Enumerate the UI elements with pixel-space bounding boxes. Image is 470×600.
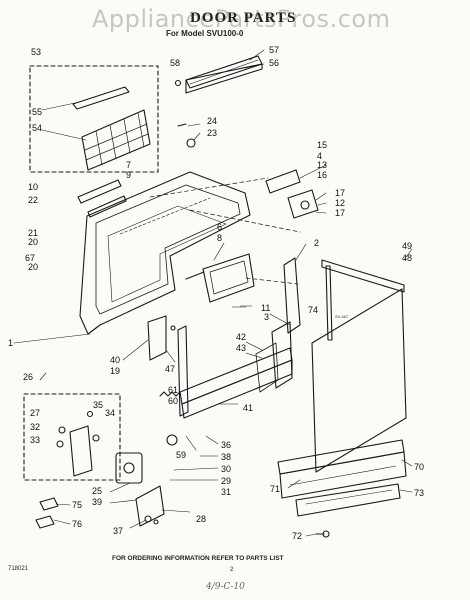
callout-15: 15: [317, 140, 327, 150]
hinge-plate-26: [69, 425, 93, 477]
callout-20a: 20: [28, 237, 38, 247]
callout-21: 21: [28, 228, 38, 238]
callout-12: 12: [335, 198, 345, 208]
callout-75: 75: [72, 500, 82, 510]
diagram-title: DOOR PARTS: [190, 10, 297, 26]
callout-4: 4: [317, 151, 322, 161]
callout-17a: 17: [335, 188, 345, 198]
callout-60: 60: [168, 396, 178, 406]
spring-60: [159, 391, 181, 397]
callout-56: 56: [269, 58, 279, 68]
callout-55: 55: [32, 107, 42, 117]
callout-6: 6: [217, 222, 222, 232]
callout-70: 70: [414, 462, 424, 472]
callout-35: 35: [93, 400, 103, 410]
callout-39: 39: [92, 497, 102, 507]
callout-27: 27: [30, 408, 40, 418]
callout-31: 31: [221, 487, 231, 497]
callout-7: 7: [126, 160, 131, 170]
callout-54: 54: [32, 123, 42, 133]
artwork-stamp: SV-46T: [335, 314, 349, 319]
callout-34: 34: [105, 408, 115, 418]
trim-strip-49: [321, 259, 405, 293]
side-panel-2: [283, 257, 301, 334]
callout-53: 53: [31, 47, 41, 57]
latch-assembly-12: [287, 189, 319, 219]
ordering-info-footer: FOR ORDERING INFORMATION REFER TO PARTS …: [112, 555, 284, 562]
callout-72: 72: [292, 531, 302, 541]
model-subtitle: For Model SVU100-0: [166, 29, 244, 38]
callout-76: 76: [72, 519, 82, 529]
callout-74: 74: [308, 305, 318, 315]
callout-19: 19: [110, 366, 120, 376]
callout-11: 11: [261, 303, 270, 313]
callout-20b: 20: [28, 262, 38, 272]
callout-28: 28: [196, 514, 206, 524]
strike-47: [147, 315, 167, 361]
clip-76: [35, 515, 55, 529]
callout-37: 37: [113, 526, 123, 536]
callout-25: 25: [92, 486, 102, 496]
screw-58: [174, 79, 182, 87]
callout-30: 30: [221, 464, 231, 474]
callout-1: 1: [8, 338, 13, 348]
callout-8: 8: [217, 233, 222, 243]
callout-16: 16: [317, 170, 327, 180]
handwritten-note: 4/9-C-10: [206, 582, 245, 592]
callout-22: 22: [28, 195, 38, 205]
roller-59: [166, 434, 178, 446]
latch-handle-8: [202, 253, 255, 303]
callout-48: 48: [402, 253, 412, 263]
latch-bracket-15: [265, 169, 301, 194]
bumper-23: [186, 138, 196, 148]
vent-strip-55: [72, 86, 130, 110]
inner-door-panel-1: [79, 171, 251, 335]
vent-grille-54: [81, 109, 151, 171]
callout-43: 43: [236, 343, 246, 353]
clip-75: [39, 497, 59, 511]
callout-13: 13: [317, 160, 327, 170]
callout-23: 23: [207, 128, 217, 138]
outer-door-panel-48: [311, 288, 407, 473]
counterbalance-25: [115, 452, 143, 484]
watermark: AppliancePartsPros.com: [92, 5, 391, 33]
callout-58: 58: [170, 58, 180, 68]
callout-67: 67: [25, 253, 35, 263]
callout-71: 71: [270, 484, 280, 494]
toe-panel-71: [295, 483, 401, 517]
frame-left-rail: [177, 325, 189, 417]
callout-41: 41: [243, 403, 253, 413]
callout-57: 57: [269, 45, 279, 55]
callout-38: 38: [221, 452, 231, 462]
callout-49: 49: [402, 241, 412, 251]
callout-24: 24: [207, 116, 217, 126]
callout-59: 59: [176, 450, 186, 460]
group-53-box: [29, 65, 159, 173]
callout-42: 42: [236, 332, 246, 342]
callout-17b: 17: [335, 208, 345, 218]
callout-33: 33: [30, 435, 40, 445]
callout-3: 3: [264, 312, 269, 322]
callout-61: 61: [168, 385, 178, 395]
callout-9: 9: [126, 170, 131, 180]
document-number: 718021: [8, 566, 29, 572]
bracket-39: [135, 485, 165, 527]
callout-32: 32: [30, 422, 40, 432]
callout-2: 2: [314, 238, 319, 248]
screw-72: [322, 530, 330, 538]
hinge-arm-3: [271, 321, 293, 389]
callout-73: 73: [414, 488, 424, 498]
callout-10: 10: [28, 182, 38, 192]
callout-47: 47: [165, 364, 175, 374]
callout-36: 36: [221, 440, 231, 450]
callout-40: 40: [110, 355, 120, 365]
callout-29: 29: [221, 476, 231, 486]
page-number: 2: [230, 567, 234, 573]
gasket-7: [77, 179, 122, 204]
callout-26: 26: [23, 372, 33, 382]
